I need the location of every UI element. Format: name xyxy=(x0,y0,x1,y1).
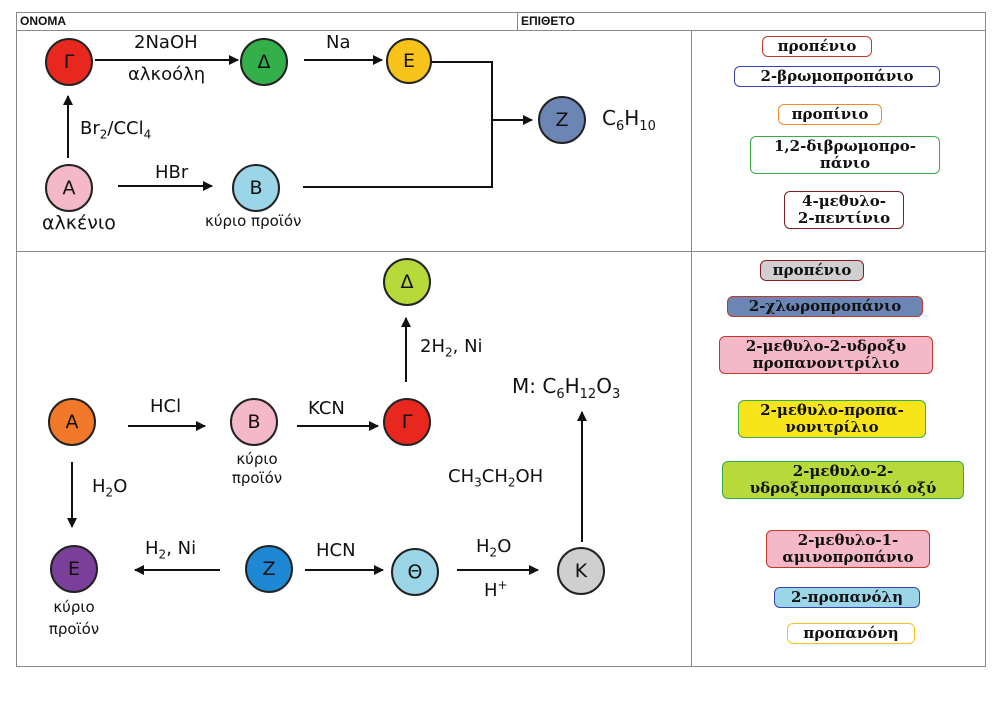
reagent-br2-ccl4: Br2/CCl4 xyxy=(80,118,152,142)
answer-tag[interactable]: προπανόνη xyxy=(787,623,915,644)
node-zeta-1: Ζ xyxy=(538,96,586,144)
answer-tag[interactable]: 2-βρωμοπροπάνιο xyxy=(734,66,940,87)
answer-tag[interactable]: προπίνιο xyxy=(778,104,882,125)
answer-tag[interactable]: 2-προπανόλη xyxy=(774,587,920,608)
reagent-hbr: HBr xyxy=(155,162,189,183)
node-zeta-2: Ζ xyxy=(245,545,293,593)
node-delta-1: Δ xyxy=(240,38,288,86)
column-divider xyxy=(691,31,692,667)
answer-tag[interactable]: 2-χλωροπροπάνιο xyxy=(727,296,923,317)
formula-m: M: C6H12O3 xyxy=(512,374,621,402)
answer-tag[interactable]: προπένιο xyxy=(760,260,864,281)
label-alkene: αλκένιο xyxy=(42,212,116,234)
label-main-2: κύριο xyxy=(53,598,95,616)
row-divider xyxy=(16,251,986,252)
reagent-alcohol: αλκοόλη xyxy=(128,64,206,85)
surname-header: ΕΠΙΘΕΤΟ xyxy=(517,12,986,31)
reagent-kcn: KCN xyxy=(308,398,345,419)
answer-tag[interactable]: 2-μεθυλο-2-υδροξυ προπανονιτρίλιο xyxy=(719,336,933,374)
reagent-h-plus: H+ xyxy=(484,578,508,601)
worksheet-frame xyxy=(16,12,986,667)
connector-e-b xyxy=(303,61,493,188)
answer-tag[interactable]: 4-μεθυλο- 2-πεντίνιο xyxy=(784,191,904,229)
header-divider xyxy=(517,12,518,31)
node-beta-1: Β xyxy=(232,164,280,212)
answer-tag[interactable]: 2-μεθυλο-2- υδροξυπροπανικό οξύ xyxy=(722,461,964,499)
node-gamma-2: Γ xyxy=(383,398,431,446)
name-header: ΟΝΟΜΑ xyxy=(16,12,517,31)
formula-c6h10: C6H10 xyxy=(602,106,656,134)
reagent-h2-ni: H2, Ni xyxy=(145,538,197,562)
reagent-hcn: HCN xyxy=(316,540,356,561)
label-product-2: προϊόν xyxy=(48,620,100,638)
node-epsilon-1: Ε xyxy=(386,38,432,84)
reagent-h2o-1: H2O xyxy=(92,476,128,500)
label-main-product-1: κύριο προϊόν xyxy=(205,212,302,230)
node-gamma-1: Γ xyxy=(45,38,93,86)
answer-tag[interactable]: προπένιο xyxy=(762,36,872,57)
node-kappa-2: Κ xyxy=(557,547,605,595)
reagent-h2o-2: H2O xyxy=(476,536,512,560)
reagent-2h2-ni: 2H2, Ni xyxy=(420,336,483,360)
reagent-hcl: HCl xyxy=(150,396,182,417)
node-alpha-2: Α xyxy=(48,398,96,446)
label-main-1: κύριο xyxy=(236,450,278,468)
node-beta-2: Β xyxy=(230,398,278,446)
node-delta-2: Δ xyxy=(383,258,431,306)
label-product-1: προϊόν xyxy=(231,469,283,487)
node-theta-2: Θ xyxy=(391,548,439,596)
answer-tag[interactable]: 2-μεθυλο-προπα- νονιτρίλιο xyxy=(738,400,926,438)
answer-tag[interactable]: 2-μεθυλο-1- αμινοπροπάνιο xyxy=(766,530,930,568)
answer-tag[interactable]: 1,2-διβρωμοπρο- πάνιο xyxy=(750,136,940,174)
node-alpha-1: Α xyxy=(45,164,93,212)
reagent-naoh: 2NaOH xyxy=(134,32,198,53)
reagent-ethanol: CH3CH2OH xyxy=(448,466,544,490)
reagent-na: Na xyxy=(326,32,351,53)
node-epsilon-2: Ε xyxy=(50,545,98,593)
